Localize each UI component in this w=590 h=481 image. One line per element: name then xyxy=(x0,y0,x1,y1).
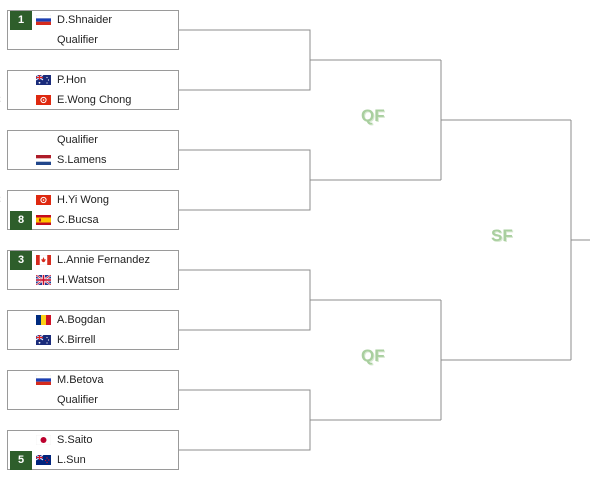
match-5: 3 L.Annie Fernandez H.Watson xyxy=(7,250,179,290)
round-label-qf-bottom: QF xyxy=(361,346,385,365)
connector-r1-b xyxy=(179,149,311,211)
player-row[interactable]: Qualifier xyxy=(8,130,178,150)
player-row[interactable]: S.Lamens xyxy=(8,150,178,170)
connector-r1-c xyxy=(179,269,311,331)
hong-kong-flag-icon xyxy=(36,95,51,105)
romania-flag-icon xyxy=(36,315,51,325)
match-7: M.Betova Qualifier xyxy=(7,370,179,410)
player-name: C.Bucsa xyxy=(57,214,99,226)
australia-flag-icon xyxy=(36,335,51,345)
match-3: Qualifier S.Lamens xyxy=(7,130,179,170)
wildcard-tag: WC xyxy=(0,94,1,106)
player-row[interactable]: 3 L.Annie Fernandez xyxy=(8,250,178,270)
match-1: 1 D.Shnaider Qualifier xyxy=(7,10,179,50)
new-zealand-flag-icon xyxy=(36,455,51,465)
player-name: L.Annie Fernandez xyxy=(57,254,150,266)
player-name: M.Betova xyxy=(57,374,104,386)
player-name: H.Yi Wong xyxy=(57,194,109,206)
connector-r1-a xyxy=(179,29,311,91)
match-6: A.Bogdan K.Birrell xyxy=(7,310,179,350)
player-name: K.Birrell xyxy=(57,334,96,346)
player-row[interactable]: WC H.Yi Wong xyxy=(0,190,178,210)
player-name: Qualifier xyxy=(57,394,98,406)
russia-flag-icon xyxy=(36,375,51,385)
player-row[interactable]: K.Birrell xyxy=(8,330,178,350)
match-8: S.Saito 5 L.Sun xyxy=(7,430,179,470)
player-row[interactable]: H.Watson xyxy=(8,270,178,290)
player-row[interactable]: 8 C.Bucsa xyxy=(8,210,178,230)
player-name: S.Saito xyxy=(57,434,93,446)
match-2: P.Hon WC E.Wong Chong xyxy=(0,70,179,110)
round-label-qf-top: QF xyxy=(361,106,385,125)
canada-flag-icon xyxy=(36,255,51,265)
player-row[interactable]: A.Bogdan xyxy=(8,310,178,330)
player-row[interactable]: P.Hon xyxy=(8,70,178,90)
seed-badge: 8 xyxy=(10,211,32,230)
player-name: E.Wong Chong xyxy=(57,94,132,106)
player-name: A.Bogdan xyxy=(57,314,106,326)
japan-flag-icon xyxy=(36,435,51,445)
player-row[interactable]: 1 D.Shnaider xyxy=(8,10,178,30)
player-name: H.Watson xyxy=(57,274,105,286)
seed-badge: 3 xyxy=(10,251,32,270)
round-label-sf: SF xyxy=(491,226,513,245)
spain-flag-icon xyxy=(36,215,51,225)
player-row[interactable]: M.Betova xyxy=(8,370,178,390)
russia-flag-icon xyxy=(36,15,51,25)
player-row[interactable]: WC E.Wong Chong xyxy=(0,90,178,110)
hong-kong-flag-icon xyxy=(36,195,51,205)
player-name: Qualifier xyxy=(57,34,98,46)
player-name: D.Shnaider xyxy=(57,14,113,26)
seed-badge: 1 xyxy=(10,11,32,30)
uk-flag-icon xyxy=(36,275,51,285)
player-row[interactable]: Qualifier xyxy=(8,30,178,50)
player-name: P.Hon xyxy=(57,74,87,86)
player-name: L.Sun xyxy=(57,454,86,466)
player-row[interactable]: S.Saito xyxy=(8,430,178,450)
connector-r1-d xyxy=(179,389,311,451)
match-4: WC H.Yi Wong 8 C.Bucsa xyxy=(0,190,179,230)
seed-badge: 5 xyxy=(10,451,32,470)
player-row[interactable]: Qualifier xyxy=(8,390,178,410)
player-name: S.Lamens xyxy=(57,154,107,166)
player-row[interactable]: 5 L.Sun xyxy=(8,450,178,470)
australia-flag-icon xyxy=(36,75,51,85)
netherlands-flag-icon xyxy=(36,155,51,165)
player-name: Qualifier xyxy=(57,134,98,146)
wildcard-tag: WC xyxy=(0,194,1,206)
